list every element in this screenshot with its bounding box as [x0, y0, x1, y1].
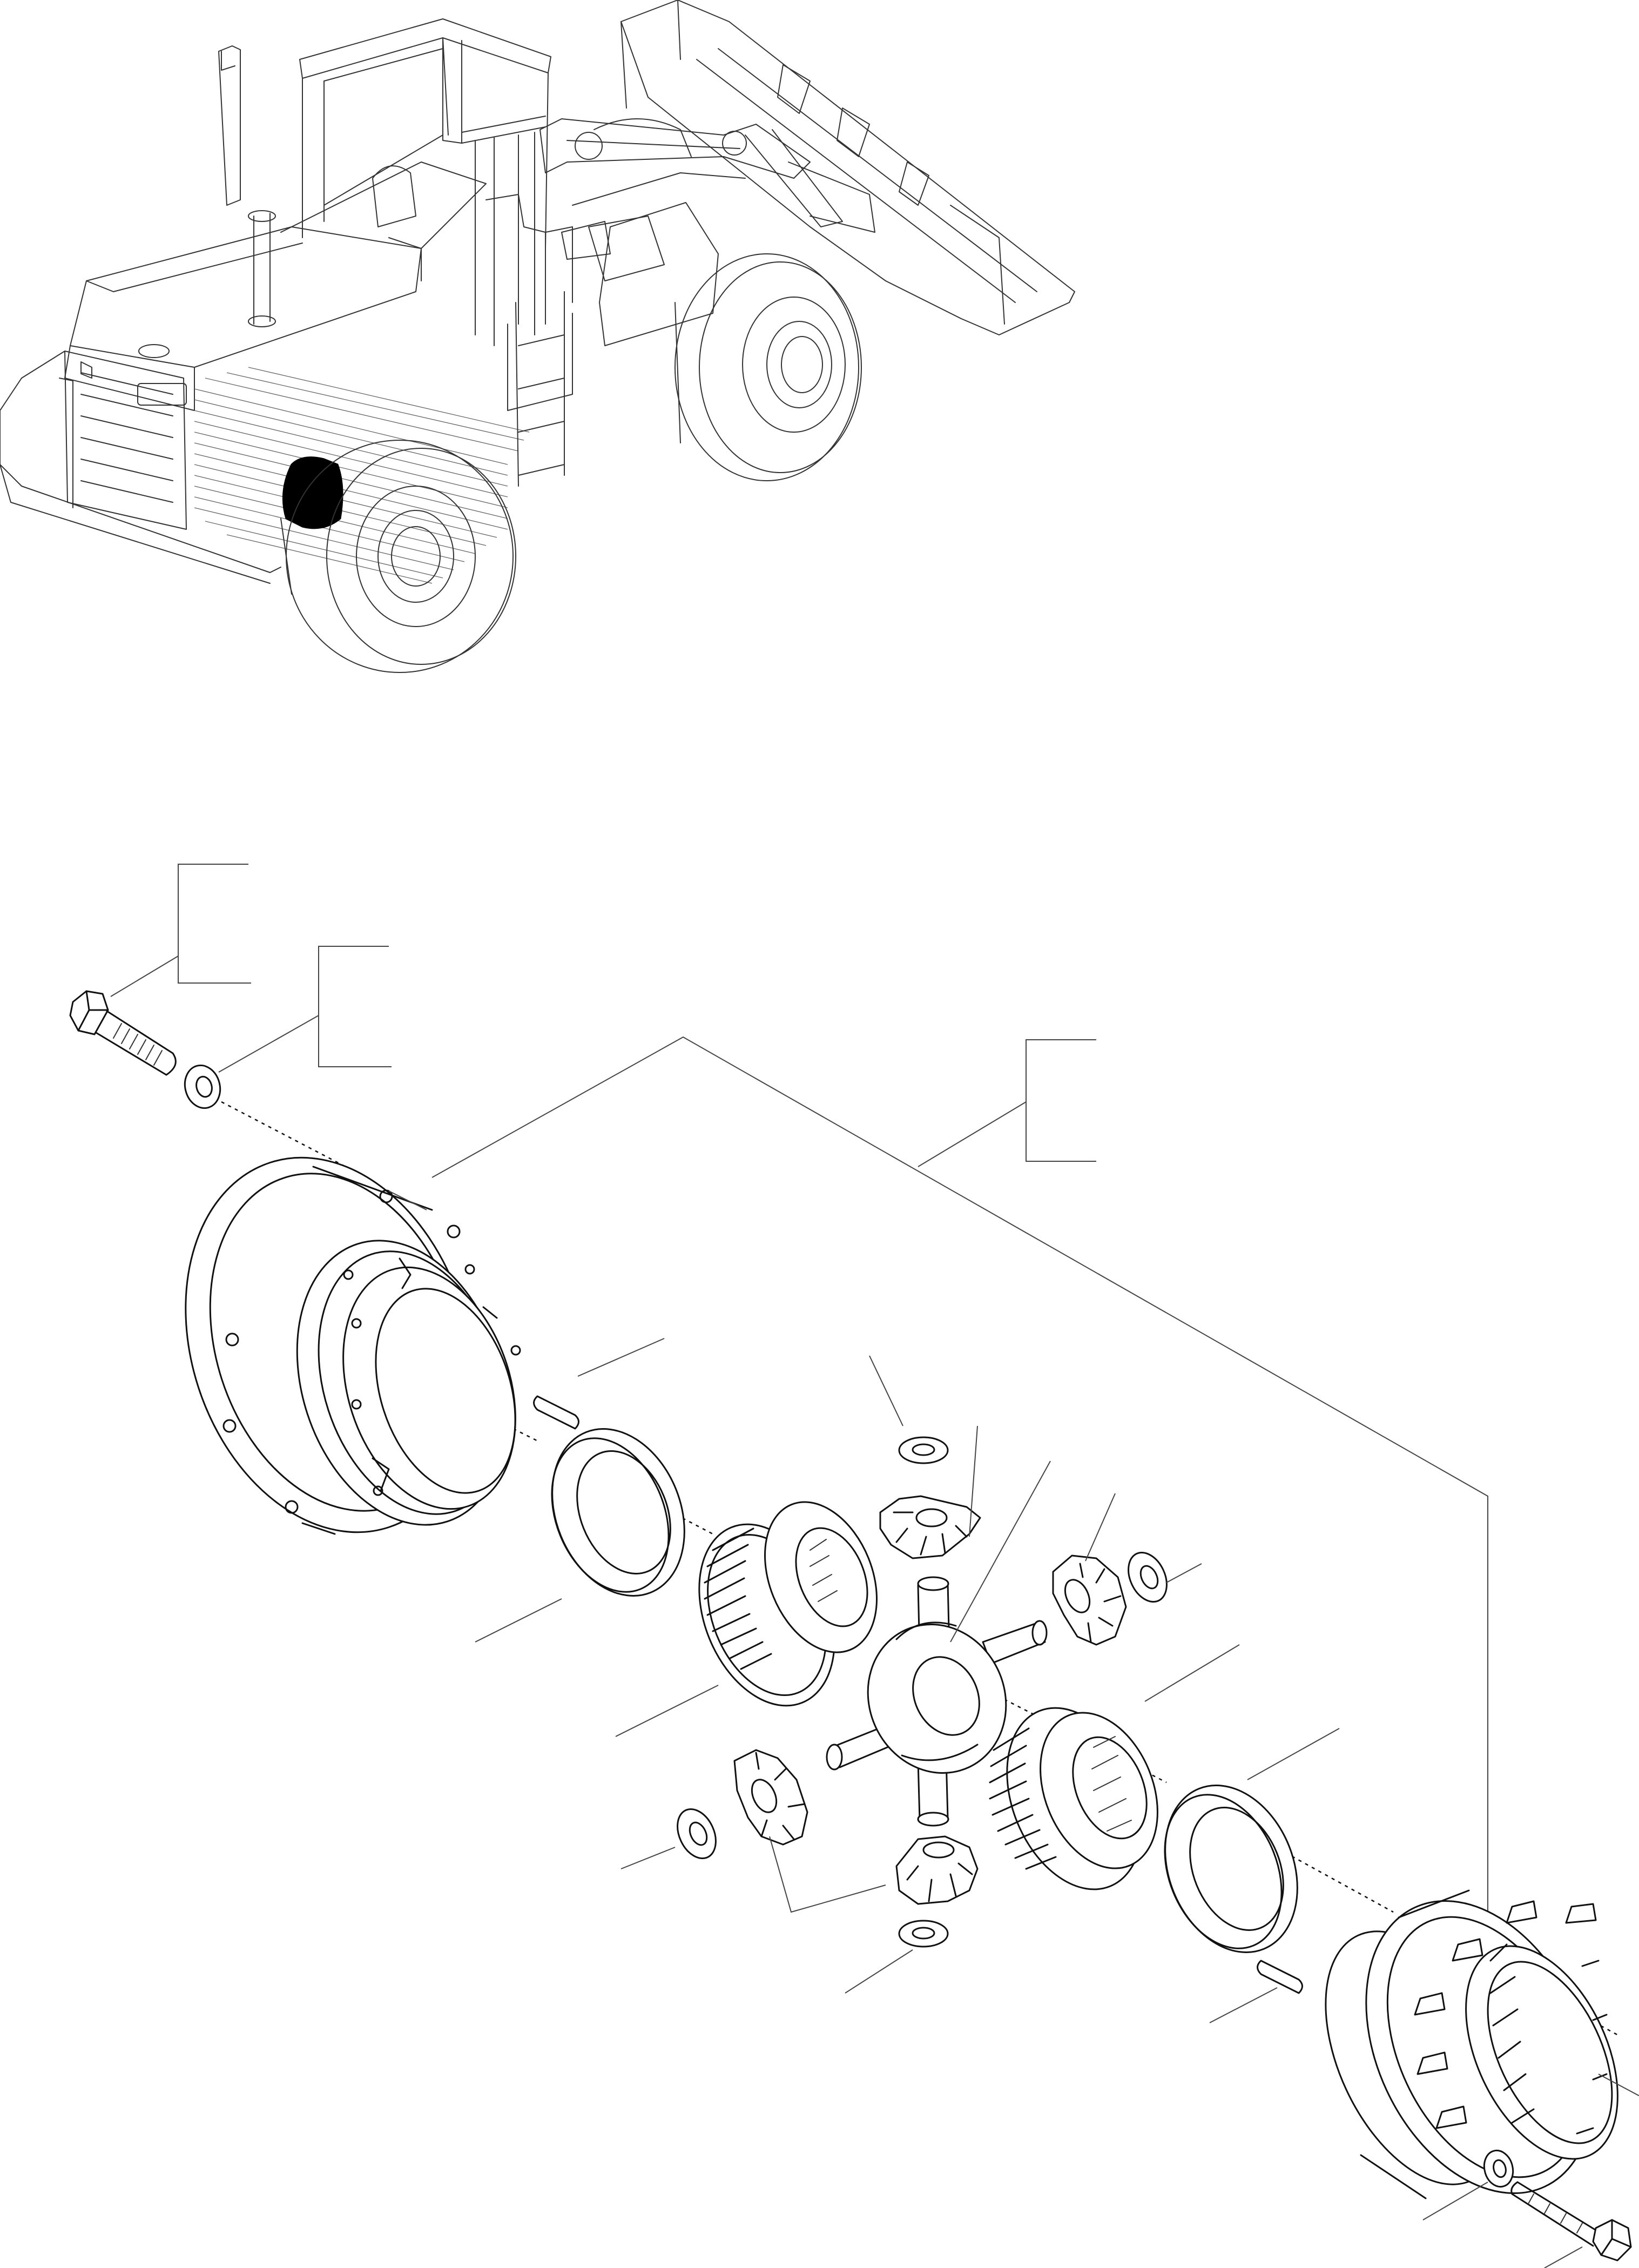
- handrail: [485, 194, 573, 325]
- leader-pinion-top: [969, 1425, 978, 1537]
- side-gear-left: [698, 1501, 878, 1707]
- differential-housing-left: [185, 1156, 521, 1535]
- rear-counterweight: [0, 351, 281, 584]
- thrust-ring-right: [1164, 1785, 1298, 1953]
- loader-arms: [539, 118, 875, 281]
- thrust-ring-left: [551, 1428, 685, 1597]
- dowel-pin-left: [533, 1395, 579, 1430]
- access-ladder: [507, 291, 573, 487]
- bracket-bolt: [110, 864, 251, 997]
- leader-washer-lower-left: [620, 1847, 676, 1869]
- thrust-washer-top: [898, 1436, 949, 1464]
- exhaust-stack: [218, 45, 276, 327]
- pinion-gear-top: [879, 1495, 981, 1559]
- bolt-left: [69, 990, 177, 1076]
- leader-dowel-pin-left: [577, 1338, 665, 1377]
- washer-right: [1483, 2149, 1514, 2188]
- leader-washer-right-bottom: [1422, 2182, 1488, 2220]
- bracket-washer: [218, 946, 392, 1073]
- differential-spider: [826, 1576, 1048, 1827]
- thrust-washer-right: [1128, 1551, 1168, 1603]
- leader-washer-bottom: [845, 1949, 913, 1994]
- rear-wheel: [280, 440, 516, 673]
- leader-pinions-lower: [769, 1836, 886, 1913]
- leader-housing-right: [1598, 2074, 1639, 2096]
- leader-thrust-ring-right: [1247, 1728, 1340, 1780]
- leader-washer-top: [869, 1355, 903, 1426]
- front-fender: [599, 202, 719, 346]
- differential-housing-right: [1325, 1889, 1618, 2199]
- leader-side-gear-left: [615, 1685, 719, 1737]
- leader-bolt-right: [1544, 2246, 1583, 2268]
- leader-side-gear-right: [1144, 1644, 1240, 1702]
- bolt-axis-left: [221, 1101, 346, 1168]
- dowel-pin-right: [1257, 1960, 1303, 1994]
- bracket-assembly: [431, 1036, 1488, 1917]
- leader-washer-right: [1166, 1563, 1202, 1583]
- engine-bay-hatching: [194, 367, 530, 584]
- bucket: [620, 0, 1075, 335]
- washer-left: [184, 1064, 221, 1109]
- leader-thrust-ring-left: [475, 1598, 562, 1643]
- leader-pinion-right: [1085, 1493, 1116, 1562]
- pinion-gear-bottom: [895, 1835, 979, 1905]
- bolt-right: [1510, 2181, 1632, 2262]
- leader-dowel-pin-right: [1209, 1987, 1278, 2023]
- pinion-gear-lower-left: [733, 1749, 808, 1846]
- pinion-gear-right: [1052, 1554, 1127, 1646]
- cab: [299, 18, 551, 346]
- leader-housing-bore: [388, 1190, 427, 1210]
- thrust-washer-lower-left: [677, 1808, 717, 1860]
- leader-spider: [950, 1461, 1051, 1643]
- front-wheel: [675, 253, 862, 481]
- thrust-washer-bottom: [898, 1920, 949, 1948]
- side-gear-right: [989, 1707, 1158, 1890]
- wheel-loader-overview: [0, 0, 1075, 673]
- highlighted-differential: [282, 456, 343, 529]
- radiator-grille: [59, 344, 187, 530]
